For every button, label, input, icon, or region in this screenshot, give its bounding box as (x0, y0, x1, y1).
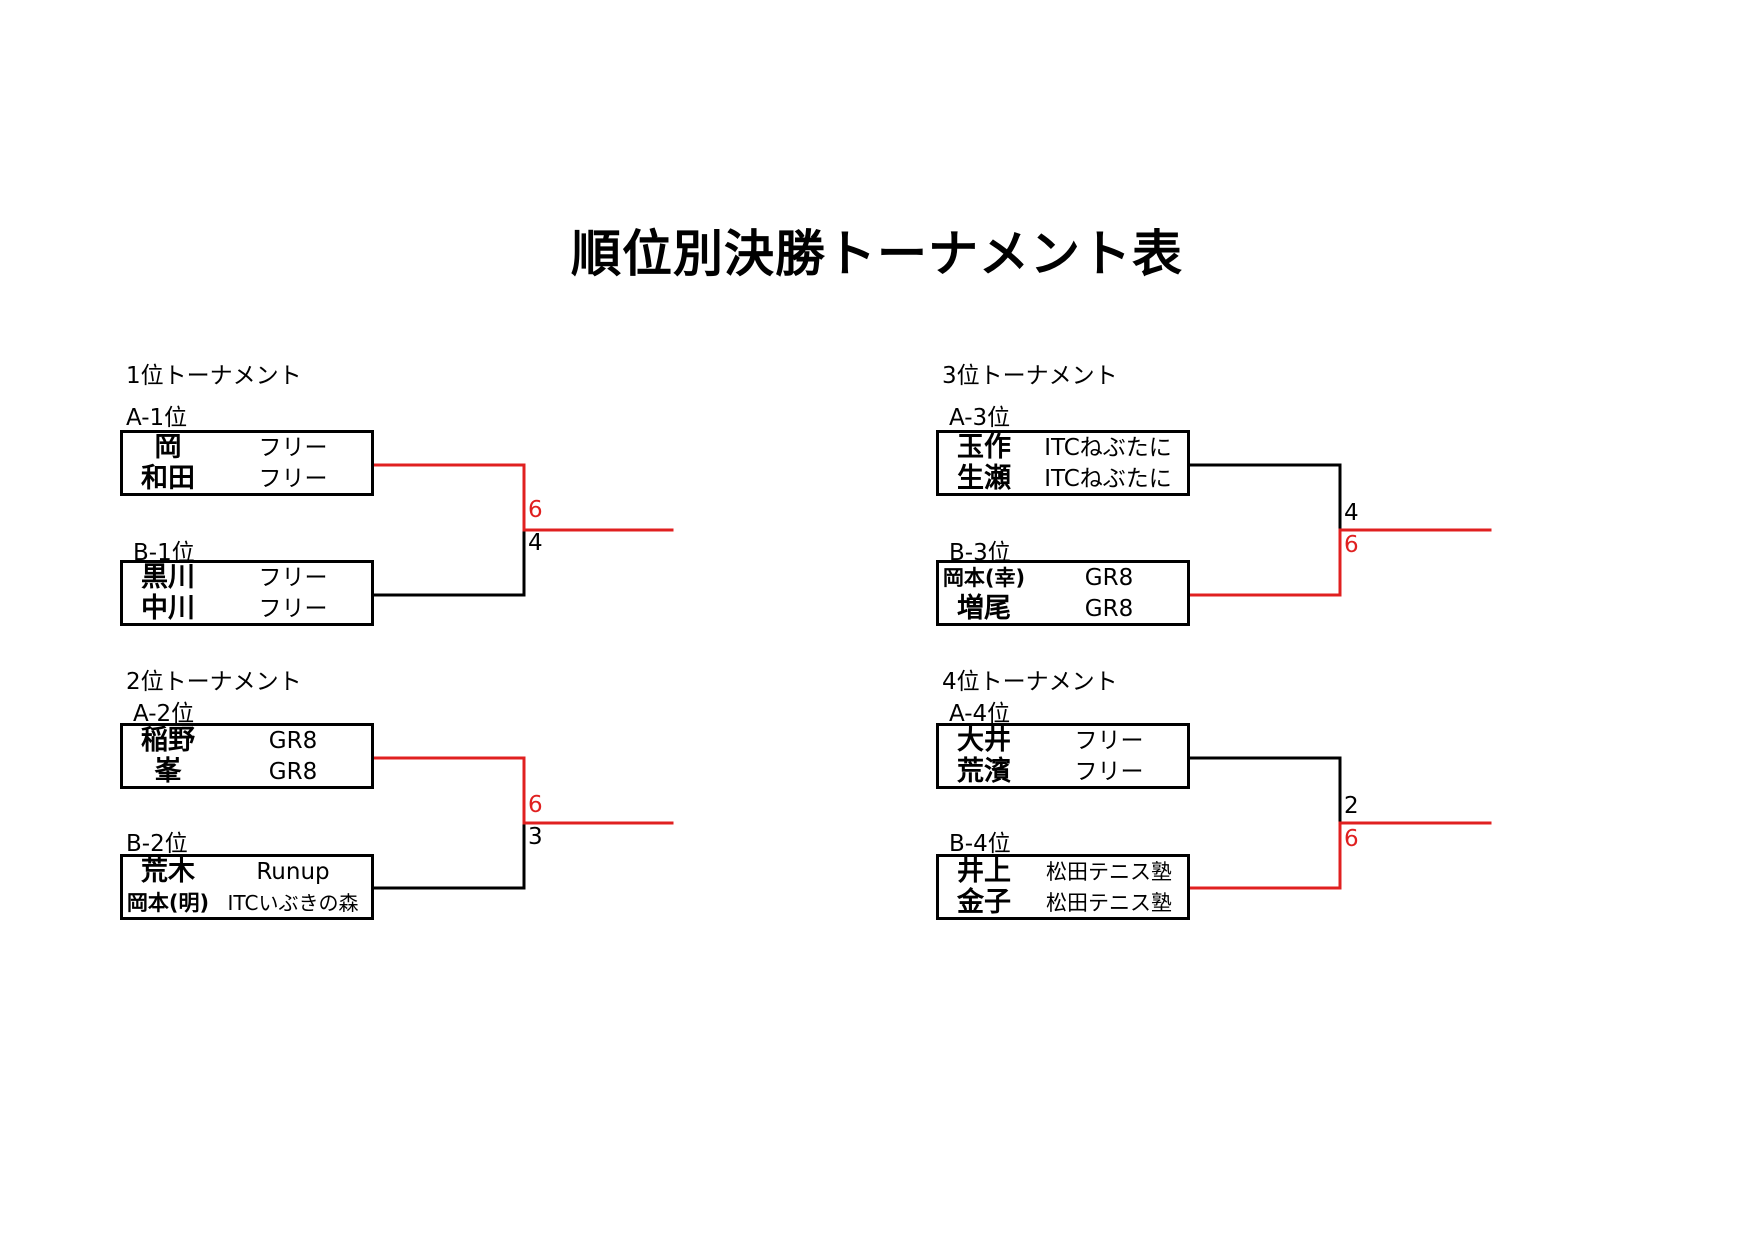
entry-box-a1: 岡 フリー 和田 フリー (120, 430, 374, 496)
seed-label-b2: B-2位 (126, 831, 188, 857)
player-club: フリー (258, 435, 328, 461)
entry-box-b1: 黒川 フリー 中川 フリー (120, 560, 374, 626)
tournament-3-title: 3位トーナメント (942, 363, 1118, 389)
player-club: フリー (1074, 728, 1144, 754)
player-name: 黒川 (141, 562, 195, 593)
player-club: GR8 (268, 728, 318, 754)
player-club: フリー (258, 596, 328, 622)
player-name: 玉作 (957, 432, 1011, 463)
score-top: 6 (528, 497, 543, 523)
score-top: 6 (528, 792, 543, 818)
player-name: 岡 (154, 432, 182, 463)
player-club: ITCねぶたに (1044, 466, 1172, 492)
player-club: Runup (256, 859, 330, 885)
tournament-1-title: 1位トーナメント (126, 363, 302, 389)
player-name: 中川 (141, 593, 195, 624)
entry-box-a3: 玉作 ITCねぶたに 生瀬 ITCねぶたに (936, 430, 1190, 496)
player-name: 岡本(明) (126, 891, 210, 915)
player-name: 荒木 (141, 856, 195, 887)
score-bottom: 4 (528, 530, 543, 556)
player-name: 井上 (957, 856, 1011, 887)
player-club: ITCいぶきの森 (227, 891, 359, 915)
player-club: GR8 (268, 759, 318, 785)
player-club: ITCねぶたに (1044, 435, 1172, 461)
player-name: 荒濱 (957, 756, 1011, 787)
score-bottom: 3 (528, 824, 543, 850)
player-name: 大井 (957, 725, 1011, 756)
seed-label-a2: A-2位 (133, 701, 195, 727)
seed-label-a4: A-4位 (949, 701, 1011, 727)
player-club: GR8 (1084, 565, 1134, 591)
tournament-2-title: 2位トーナメント (126, 669, 302, 695)
player-name: 和田 (141, 463, 195, 494)
seed-label-b4: B-4位 (949, 831, 1011, 857)
player-name: 金子 (957, 887, 1011, 918)
player-club: フリー (258, 565, 328, 591)
player-club: GR8 (1084, 596, 1134, 622)
player-name: 増尾 (957, 593, 1011, 624)
player-club: 松田テニス塾 (1046, 860, 1172, 884)
entry-box-a4: 大井 フリー 荒濱 フリー (936, 723, 1190, 789)
score-top: 4 (1344, 500, 1359, 526)
player-name: 生瀬 (957, 463, 1011, 494)
entry-box-b4: 井上 松田テニス塾 金子 松田テニス塾 (936, 854, 1190, 920)
entry-box-b2: 荒木 Runup 岡本(明) ITCいぶきの森 (120, 854, 374, 920)
score-bottom: 6 (1344, 826, 1359, 852)
player-name: 稲野 (141, 725, 195, 756)
entry-box-b3: 岡本(幸) GR8 増尾 GR8 (936, 560, 1190, 626)
score-bottom: 6 (1344, 532, 1359, 558)
seed-label-a1: A-1位 (126, 405, 188, 431)
player-name: 岡本(幸) (942, 566, 1026, 590)
player-club: フリー (258, 466, 328, 492)
score-top: 2 (1344, 793, 1359, 819)
player-club: 松田テニス塾 (1046, 891, 1172, 915)
seed-label-a3: A-3位 (949, 405, 1011, 431)
page-title: 順位別決勝トーナメント表 (571, 225, 1183, 283)
player-name: 峯 (154, 756, 182, 787)
player-club: フリー (1074, 759, 1144, 785)
entry-box-a2: 稲野 GR8 峯 GR8 (120, 723, 374, 789)
tournament-4-title: 4位トーナメント (942, 669, 1118, 695)
